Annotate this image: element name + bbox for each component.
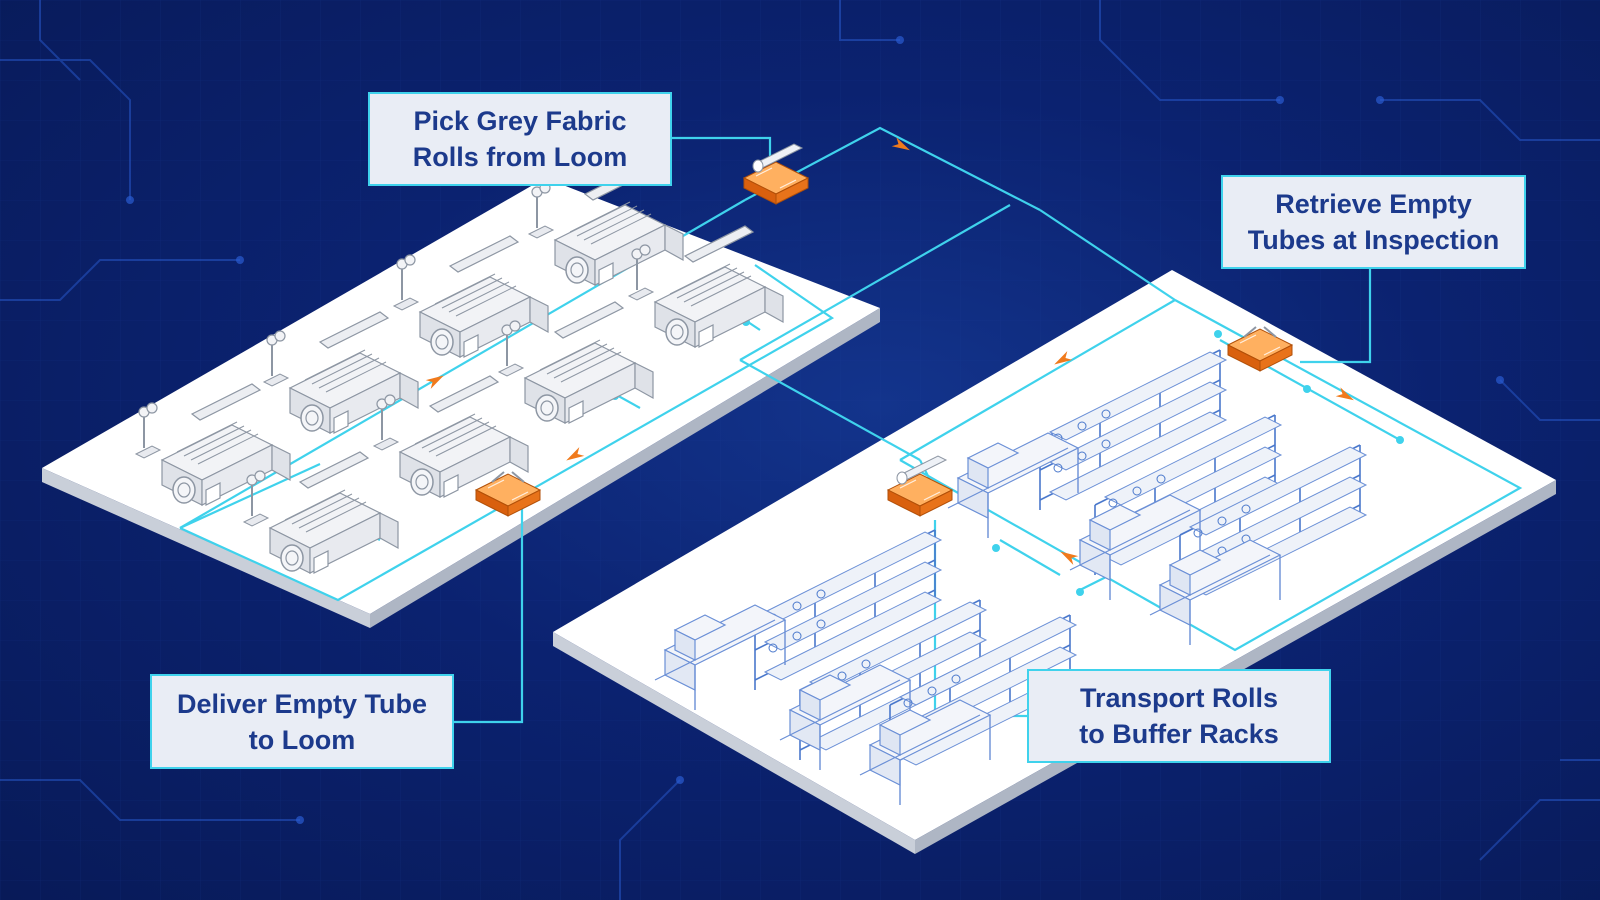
agv-transport-roll bbox=[887, 455, 953, 517]
agv-retrieve-tube bbox=[1227, 326, 1293, 372]
callout-transport-line2: to Buffer Racks bbox=[1079, 719, 1279, 749]
callout-transport-rolls: Transport Rolls to Buffer Racks bbox=[1027, 669, 1331, 763]
callout-retrieve-line2: Tubes at Inspection bbox=[1247, 225, 1500, 255]
callout-deliver-line1: Deliver Empty Tube bbox=[176, 688, 428, 719]
circuit-nodes bbox=[126, 36, 1504, 824]
callout-pick-line2: Rolls from Loom bbox=[412, 142, 628, 172]
callout-transport-line1: Transport Rolls bbox=[1079, 683, 1279, 713]
callout-deliver-empty-tube: Deliver Empty Tube to Loom bbox=[150, 674, 454, 769]
callout-pick-grey-fabric: Pick Grey Fabric Rolls from Loom bbox=[368, 92, 672, 186]
callout-deliver-line2: to Loom bbox=[248, 724, 356, 755]
agv-pick-roll bbox=[743, 143, 809, 205]
callout-retrieve-line1: Retrieve Empty bbox=[1275, 189, 1472, 219]
callout-retrieve-empty-tubes: Retrieve Empty Tubes at Inspection bbox=[1221, 175, 1526, 269]
callout-pick-line1: Pick Grey Fabric bbox=[413, 106, 627, 136]
agv-deliver-tube bbox=[475, 471, 541, 517]
agv-robots bbox=[475, 143, 1293, 517]
